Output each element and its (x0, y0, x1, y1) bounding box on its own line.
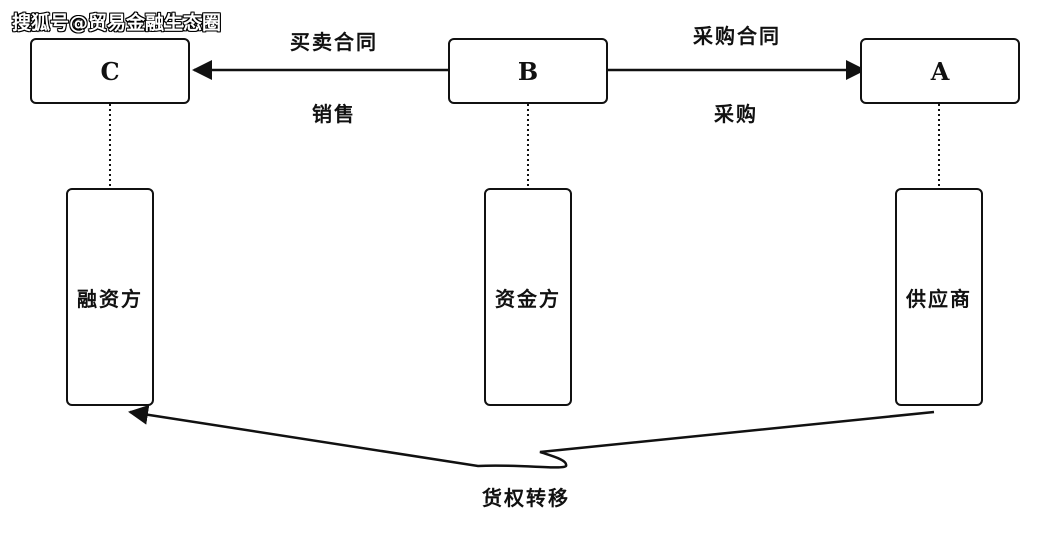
party-b-box: B (448, 38, 608, 104)
party-c-label: C (100, 56, 120, 86)
party-b-label: B (517, 56, 539, 86)
party-c-box: C (30, 38, 190, 104)
party-a-box: A (860, 38, 1020, 104)
role-funder-box: 资金方 (484, 188, 572, 406)
role-supplier-box: 供应商 (895, 188, 983, 406)
role-supplier-label: 供应商 (906, 286, 972, 311)
edge-label-sales-contract: 买卖合同 (290, 30, 378, 54)
party-a-label: A (930, 56, 950, 86)
edge-label-sales: 销售 (312, 102, 356, 126)
edge-label-purchase: 采购 (714, 102, 758, 126)
edge-label-purchase-contract: 采购合同 (693, 24, 781, 48)
goods-transfer-label: 货权转移 (482, 486, 570, 510)
role-financier-box: 融资方 (66, 188, 154, 406)
watermark: 搜狐号@贸易金融生态圈 (12, 12, 222, 34)
role-financier-label: 融资方 (77, 286, 143, 311)
role-funder-label: 资金方 (495, 286, 561, 311)
goods-transfer-curve (128, 404, 935, 469)
